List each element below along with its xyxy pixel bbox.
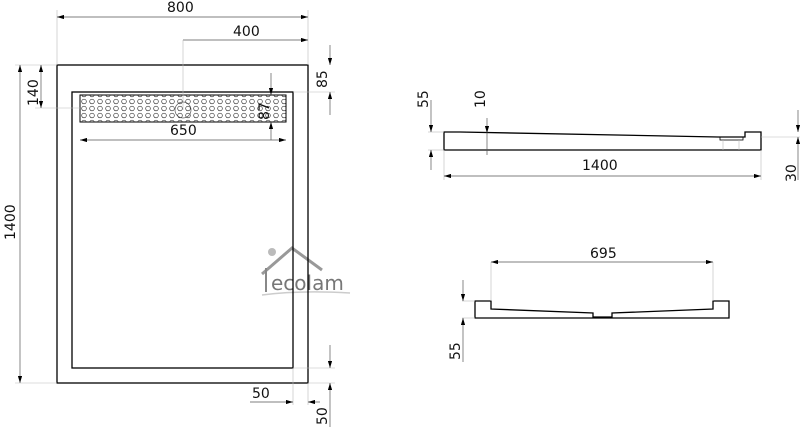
dim-drain-offset: 400: [233, 24, 260, 40]
dim-margin-x: 50: [252, 386, 270, 402]
ecolam-logo: ecolam: [261, 246, 351, 296]
dim-grate-length: 650: [170, 123, 197, 139]
tray-inner-outline: [71, 91, 294, 369]
dim-slope: 10: [473, 90, 489, 108]
end-view: 695 55: [448, 246, 730, 362]
dim-side-height: 55: [416, 90, 432, 108]
dim-end-height: 55: [448, 342, 464, 360]
dim-border-top: 140: [26, 79, 42, 106]
dim-side-length: 1400: [582, 158, 618, 174]
dim-step: 30: [784, 164, 800, 182]
dim-margin-y: 50: [315, 407, 331, 425]
dim-grate-inset: 85: [315, 70, 331, 88]
top-view: 800 400 140 1400 85 87 650 50 50: [3, 0, 335, 427]
side-view: 55 10 1400 30: [416, 90, 800, 182]
dim-width: 800: [167, 0, 194, 16]
dim-length: 1400: [3, 204, 19, 240]
dim-inner-width: 695: [590, 246, 617, 262]
tray-outline: [56, 64, 309, 384]
dim-grate-height: 87: [257, 102, 273, 120]
